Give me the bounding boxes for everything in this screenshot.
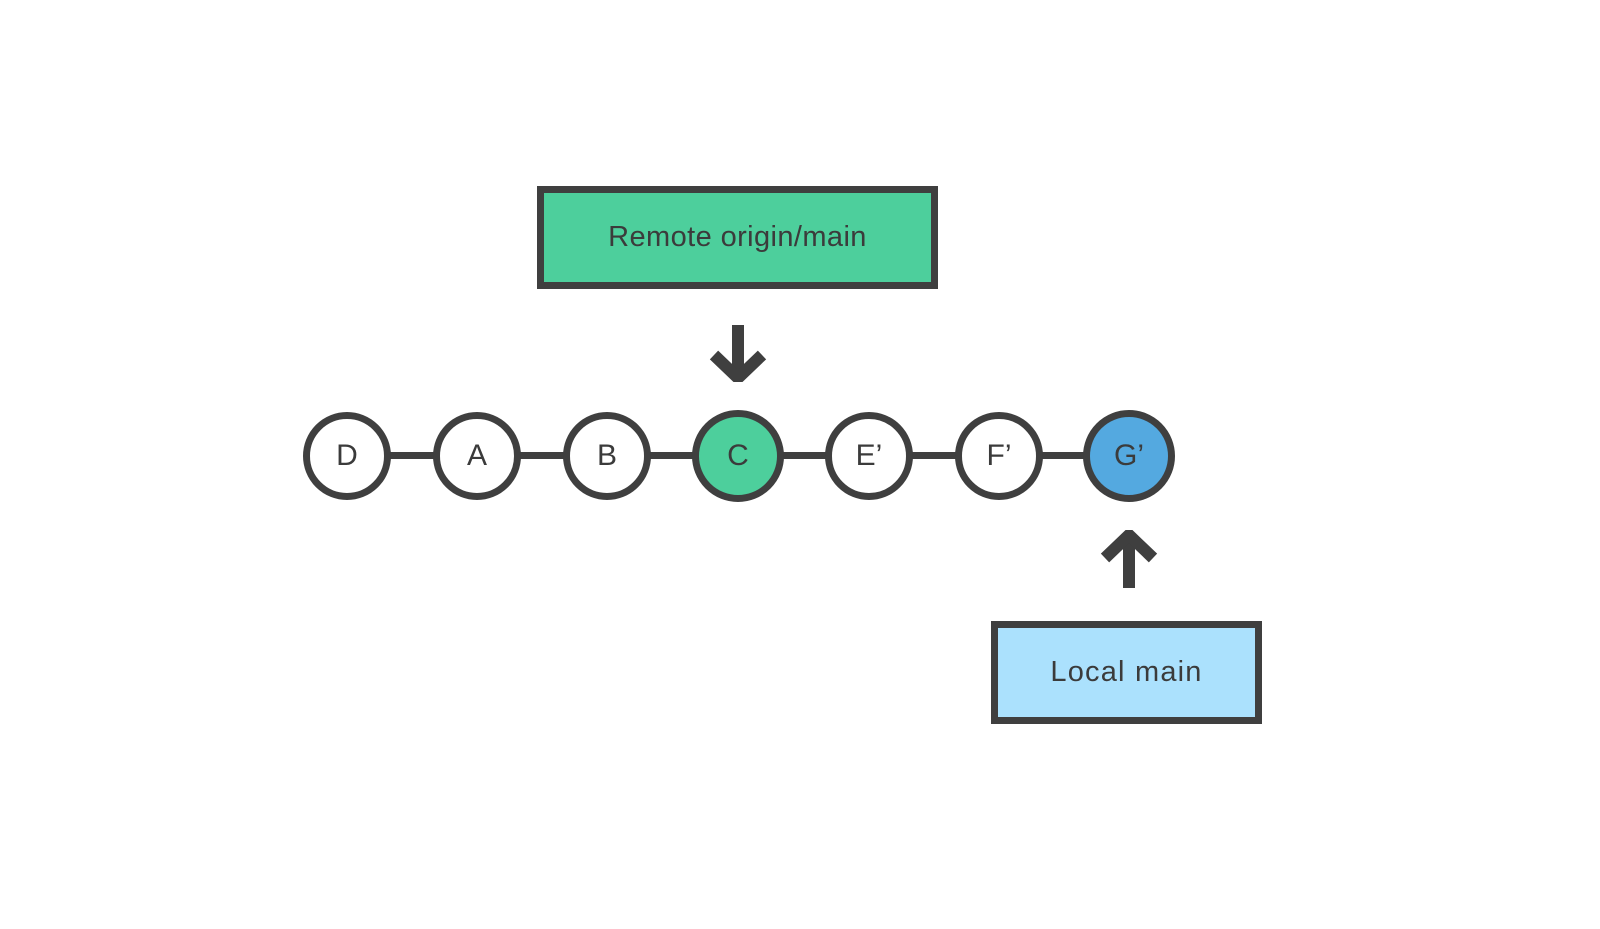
commit-label-g-prime: G’ (1114, 439, 1144, 472)
local-branch-box[interactable]: Local main (991, 621, 1262, 724)
commit-label-c: C (727, 439, 749, 472)
commit-node-a[interactable]: A (433, 412, 521, 500)
commit-node-e-prime[interactable]: E’ (825, 412, 913, 500)
commit-label-a: A (466, 439, 487, 472)
connector-a-b (515, 452, 577, 459)
commit-label-e-prime: E’ (855, 439, 883, 472)
commit-label-b: B (596, 439, 617, 472)
commit-node-c[interactable]: C (692, 410, 784, 502)
commit-label-d: D (336, 439, 358, 472)
connector-c-e (775, 452, 837, 459)
commit-node-f-prime[interactable]: F’ (955, 412, 1043, 500)
connector-b-c (645, 452, 707, 459)
connector-d-a (385, 452, 447, 459)
local-branch-label: Local main (1050, 656, 1203, 688)
commit-label-f-prime: F’ (986, 439, 1012, 472)
remote-pointer-arrow-down-icon (709, 322, 767, 382)
connector-e-f (905, 452, 967, 459)
commit-node-g-prime[interactable]: G’ (1083, 410, 1175, 502)
local-pointer-arrow-up-icon (1100, 530, 1158, 592)
connector-f-g (1035, 452, 1097, 459)
commit-node-b[interactable]: B (563, 412, 651, 500)
remote-branch-box[interactable]: Remote origin/main (537, 186, 938, 289)
commit-node-d[interactable]: D (303, 412, 391, 500)
remote-branch-label: Remote origin/main (608, 221, 867, 253)
